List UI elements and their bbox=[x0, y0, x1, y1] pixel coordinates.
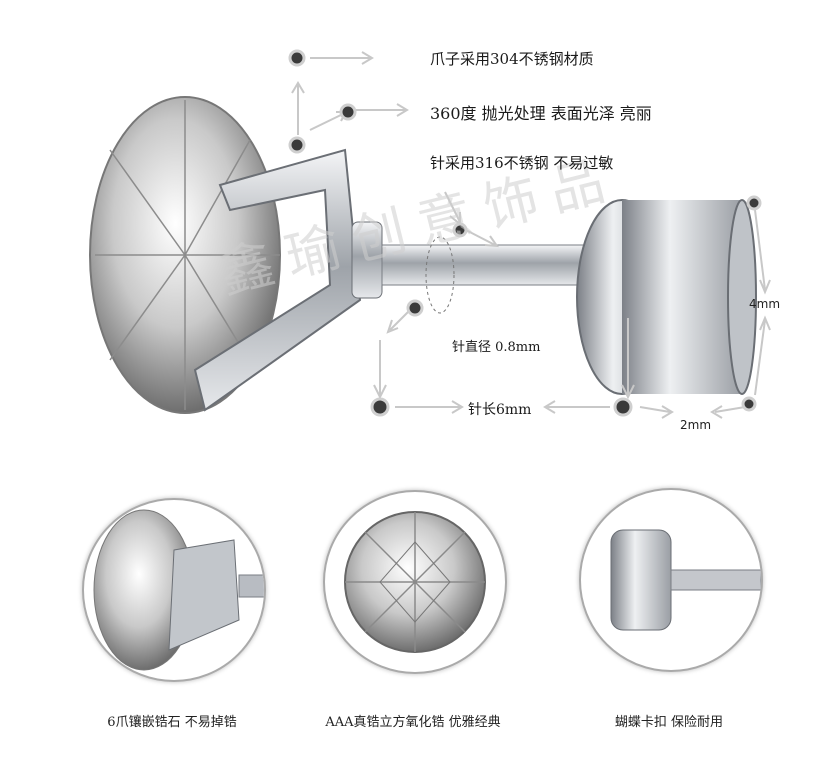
dot-polish bbox=[339, 103, 357, 121]
back-height-label: 4mm bbox=[749, 297, 781, 311]
dot-claw bbox=[288, 49, 306, 67]
detail-circle-claws bbox=[82, 498, 266, 682]
pin-diameter-marker bbox=[425, 236, 455, 314]
dot-height-bottom bbox=[741, 396, 757, 412]
polish-label: 360度 抛光处理 表面光泽 亮丽 bbox=[430, 104, 652, 123]
claw-detail-image bbox=[93, 509, 264, 671]
detail-circle-butterfly-back bbox=[579, 488, 763, 672]
dot-length-end bbox=[613, 397, 633, 417]
caption-butterfly-back: 蝴蝶卡扣 保险耐用 bbox=[614, 715, 724, 730]
back-width-label: 2mm bbox=[680, 418, 712, 432]
zircon-detail-image bbox=[344, 511, 486, 653]
dot-pin-diameter bbox=[406, 299, 424, 317]
claw-material-label: 爪子采用304不锈钢材质 bbox=[430, 50, 594, 68]
earring-illustration bbox=[89, 49, 771, 419]
earring-back-body bbox=[622, 200, 742, 394]
back-detail-image bbox=[610, 529, 761, 631]
caption-zircon: AAA真锆立方氧化锆 优雅经典 bbox=[325, 715, 501, 730]
caption-claws: 6爪镶嵌锆石 不易掉锆 bbox=[107, 715, 237, 730]
gem-facets bbox=[95, 100, 280, 410]
dot-height-top bbox=[746, 195, 762, 211]
detail-circle-zircon bbox=[323, 490, 507, 674]
pin-length-label: 针长6mm bbox=[468, 402, 532, 418]
earring-back-rim bbox=[727, 199, 757, 395]
pin-material-label: 针采用316不锈钢 不易过敏 bbox=[430, 154, 614, 172]
dot-claw-lower bbox=[288, 136, 306, 154]
dot-pin-material bbox=[452, 222, 468, 238]
dot-length-start bbox=[370, 397, 390, 417]
pin-diameter-label: 针直径 0.8mm bbox=[452, 340, 541, 355]
claw-setting bbox=[193, 148, 362, 412]
